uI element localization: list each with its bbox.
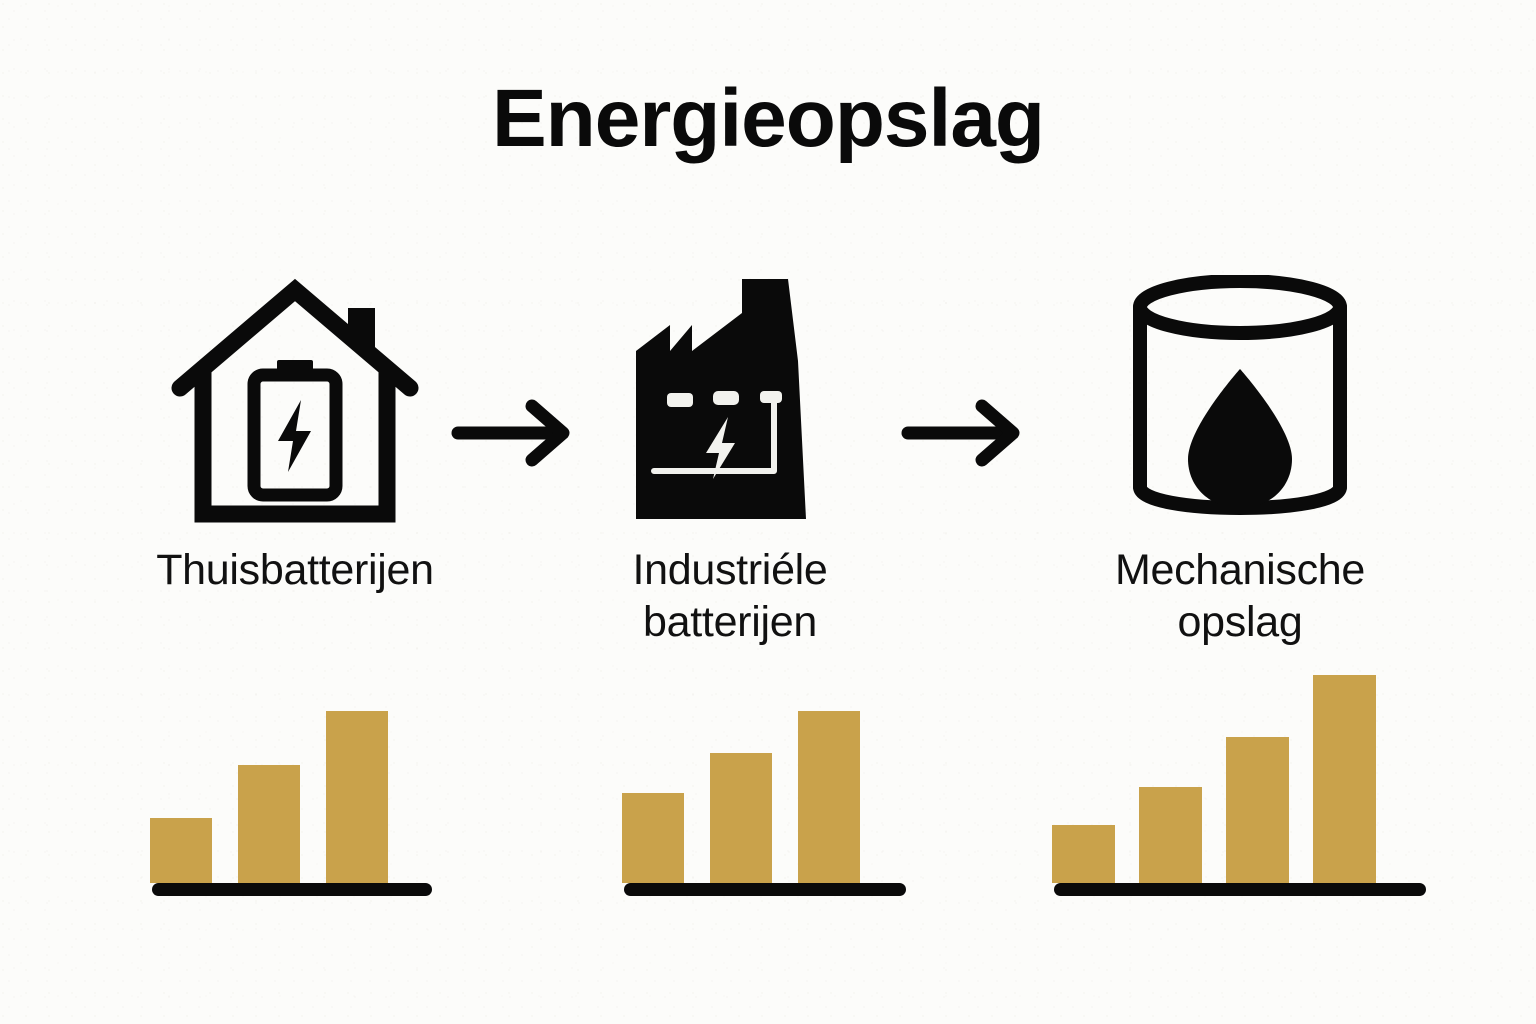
cylinder-tank-droplet-icon bbox=[1133, 275, 1347, 515]
column-label-home-text: Thuisbatterijen bbox=[156, 546, 434, 594]
column-label-industrial: Industriéle batterijen bbox=[550, 544, 910, 649]
bar-chart-mechanical bbox=[1052, 653, 1426, 896]
house-battery-icon-container bbox=[115, 270, 475, 532]
column-label-industrial-line1: Industriéle bbox=[632, 546, 828, 594]
bar bbox=[1313, 675, 1376, 883]
chart-baseline bbox=[1054, 883, 1426, 896]
chart-baseline bbox=[624, 883, 906, 896]
bar bbox=[710, 753, 772, 883]
bar-chart-mechanical-bars bbox=[1052, 653, 1424, 883]
bar bbox=[326, 711, 388, 883]
bar bbox=[1226, 737, 1289, 883]
column-label-industrial-line2: batterijen bbox=[643, 598, 817, 647]
bar-chart-industrial bbox=[622, 653, 906, 896]
column-label-home: Thuisbatterijen bbox=[115, 544, 475, 596]
factory-battery-icon bbox=[636, 279, 806, 519]
bar bbox=[798, 711, 860, 883]
chart-baseline bbox=[152, 883, 432, 896]
column-label-mechanical-line1: Mechanische bbox=[1114, 546, 1366, 594]
category-column-home: Thuisbatterijen bbox=[115, 270, 475, 596]
factory-battery-icon-container bbox=[550, 270, 910, 532]
bar bbox=[1052, 825, 1115, 883]
arrow-right-icon bbox=[451, 399, 570, 467]
category-column-mechanical: Mechanische opslag bbox=[1060, 270, 1420, 649]
flow-arrow-1 bbox=[450, 398, 580, 473]
column-label-mechanical-line2: opslag bbox=[1177, 598, 1303, 647]
arrow-right-icon bbox=[901, 399, 1020, 467]
page-title: Energieopslag bbox=[491, 73, 1045, 164]
column-label-mechanical: Mechanische opslag bbox=[1060, 544, 1420, 649]
bar-chart-industrial-bars bbox=[622, 653, 906, 883]
cylinder-tank-droplet-icon-container bbox=[1060, 270, 1420, 532]
flow-arrow-2 bbox=[900, 398, 1030, 473]
bar bbox=[622, 793, 684, 883]
bar bbox=[150, 818, 212, 883]
category-column-industrial: Industriéle batterijen bbox=[550, 270, 910, 649]
house-battery-icon bbox=[171, 278, 419, 523]
bar-chart-home-bars bbox=[150, 653, 432, 883]
bar bbox=[238, 765, 300, 883]
bar-chart-home bbox=[150, 653, 432, 896]
bar bbox=[1139, 787, 1202, 883]
